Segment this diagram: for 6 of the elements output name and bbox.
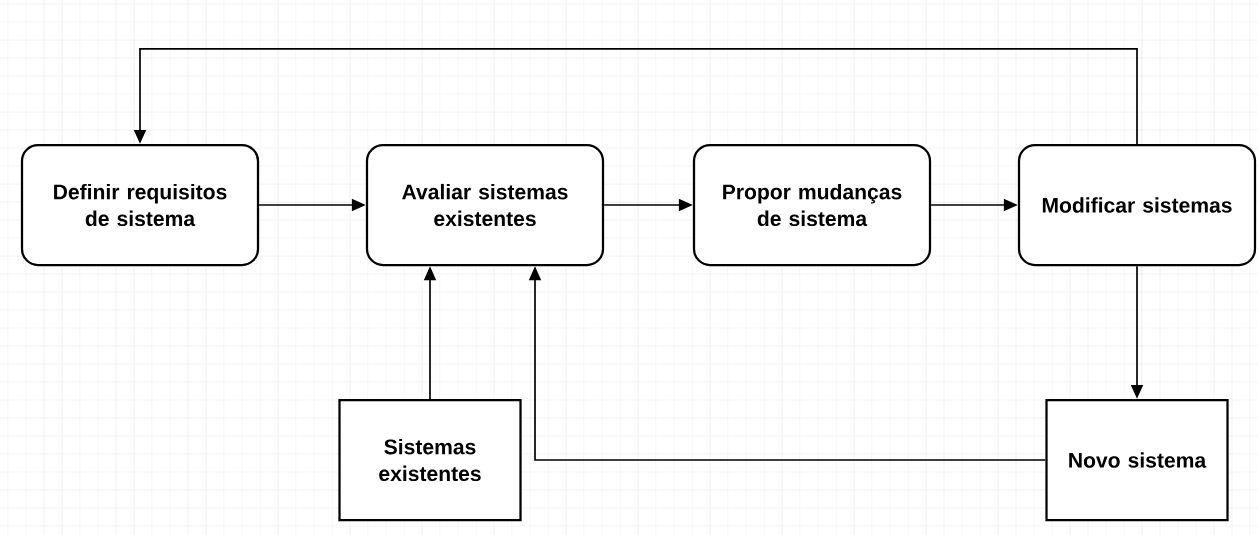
process-box: Avaliar sistemas existentes xyxy=(365,143,605,267)
process-box: Modificar sistemas xyxy=(1017,143,1257,267)
process-box: Definir requisitos de sistema xyxy=(20,143,260,267)
process-box: Propor mudanças de sistema xyxy=(692,143,932,267)
data-box: Sistemas existentes xyxy=(338,398,522,522)
data-box: Novo sistema xyxy=(1045,398,1229,522)
